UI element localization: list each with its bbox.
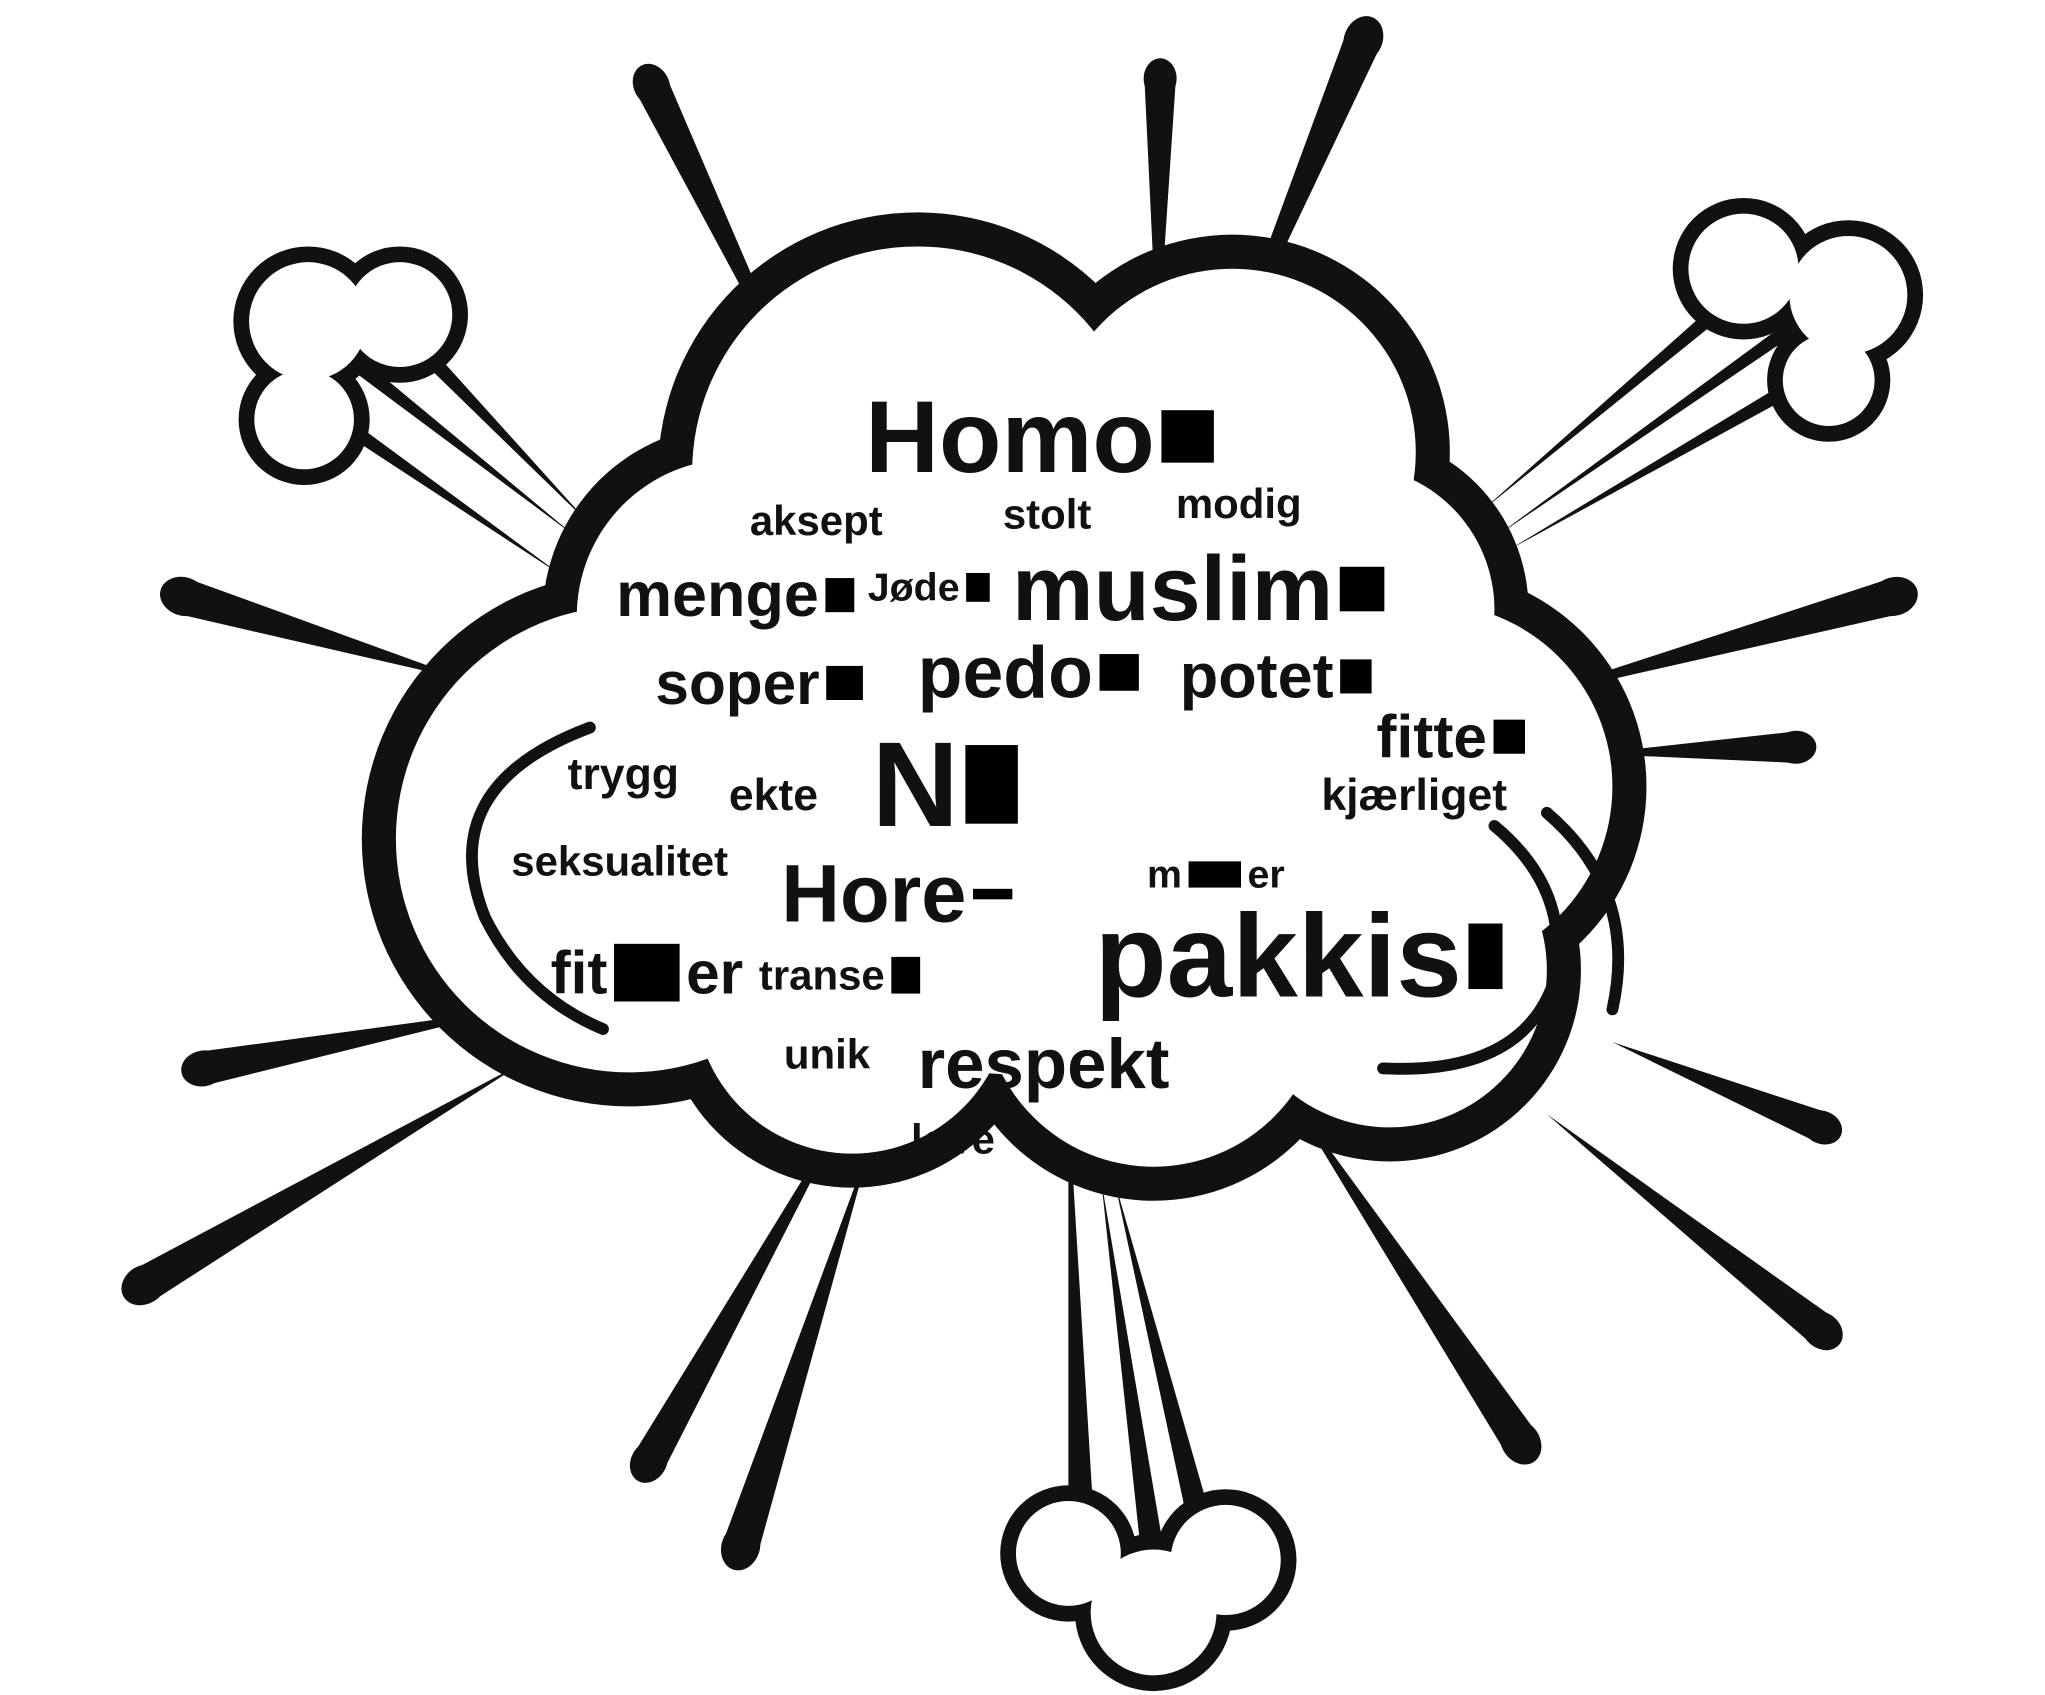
redaction-box <box>1493 719 1525 754</box>
spike-knob <box>121 1264 167 1306</box>
smoke-puffs <box>233 197 1924 1692</box>
word-pakkis: pakkis <box>1095 890 1462 1022</box>
redaction-boxes <box>614 410 1525 1002</box>
spike <box>723 1140 872 1553</box>
spike <box>323 406 564 577</box>
puff-fill <box>1782 334 1875 427</box>
word-list: Homo aksept stolt modig menge Jøde musli… <box>511 379 1507 1163</box>
puff-fill <box>347 262 453 368</box>
redaction-box <box>1188 861 1241 888</box>
spike-knob <box>720 1523 761 1571</box>
word-stolt: stolt <box>1003 490 1092 537</box>
word-seksualitet: seksualitet <box>511 838 728 885</box>
word-fitte: fitte <box>1376 703 1487 771</box>
word-love: love <box>911 1116 995 1163</box>
cloud-fill <box>681 393 1364 1075</box>
word-fit-start: fit <box>551 939 608 1007</box>
spike <box>1494 295 1834 538</box>
word-transe: transe <box>759 952 885 999</box>
word-ekte: ekte <box>729 771 818 820</box>
word-soper: soper <box>655 649 819 717</box>
spike-knob <box>1775 730 1817 764</box>
spike-knob <box>1499 1419 1542 1465</box>
spike <box>1612 1042 1829 1142</box>
redaction-box <box>1339 566 1385 612</box>
redaction-box <box>1099 654 1139 691</box>
spike <box>1144 78 1176 354</box>
word-muslim: muslim <box>1012 538 1333 640</box>
spike <box>338 347 577 538</box>
redaction-box <box>965 745 1018 824</box>
spike <box>1481 288 1743 512</box>
redaction-box <box>891 956 921 994</box>
redaction-box <box>1161 410 1214 463</box>
word-m-start: m <box>1147 852 1182 896</box>
word-hore: Hore <box>781 849 966 940</box>
word-unik: unik <box>784 1030 871 1077</box>
redaction-box <box>825 578 855 613</box>
word-trygg: trygg <box>568 750 679 799</box>
puff-fill <box>254 369 354 470</box>
redaction-box <box>1340 659 1372 694</box>
spike <box>1284 1088 1536 1453</box>
spike-knob <box>1143 58 1177 100</box>
spike <box>416 344 590 525</box>
spike-knob <box>1343 16 1384 63</box>
spike <box>634 1088 859 1471</box>
word-kjaerliget: kjærliget <box>1321 771 1507 820</box>
spike-knob <box>1870 576 1918 617</box>
spike <box>178 578 472 682</box>
word-jode: Jøde <box>868 565 960 609</box>
spike-knob <box>181 1050 226 1087</box>
spike-knob <box>1802 1110 1843 1145</box>
spike-knob <box>160 576 208 617</box>
word-potet: potet <box>1180 641 1334 711</box>
word-aksept: aksept <box>750 497 883 544</box>
spike-knob <box>629 1440 668 1483</box>
puff-fill <box>1789 235 1908 354</box>
spike <box>1546 1114 1833 1344</box>
speech-cloud <box>361 212 1647 1201</box>
puff-fill <box>1090 1549 1217 1676</box>
puff-fill <box>249 262 368 381</box>
redaction-box <box>1468 923 1503 990</box>
word-homo: Homo <box>865 379 1155 494</box>
spike <box>1101 1179 1166 1562</box>
puff-fill <box>1688 213 1799 324</box>
redaction-box <box>973 888 1013 900</box>
spike-knob <box>632 63 671 107</box>
spike <box>134 1061 525 1301</box>
redaction-box <box>614 943 680 1002</box>
spike <box>1114 1179 1211 1524</box>
word-respekt: respekt <box>918 1024 1170 1103</box>
spike <box>1068 1101 1095 1535</box>
word-pedo: pedo <box>918 631 1093 713</box>
spike <box>199 1009 512 1086</box>
word-fit-end: er <box>686 939 743 1007</box>
word-modig: modig <box>1176 480 1302 527</box>
puff-fill <box>1015 1500 1121 1606</box>
redaction-box <box>966 572 990 602</box>
word-menge: menge <box>616 560 819 630</box>
cloud-shading-arcs <box>466 721 1625 1075</box>
burst-spikes <box>121 16 1918 1576</box>
word-m-end: er <box>1248 852 1285 896</box>
redaction-box <box>826 665 863 700</box>
spike-knob <box>1801 1310 1843 1351</box>
spike <box>1507 366 1820 551</box>
word-n: N <box>872 717 959 852</box>
